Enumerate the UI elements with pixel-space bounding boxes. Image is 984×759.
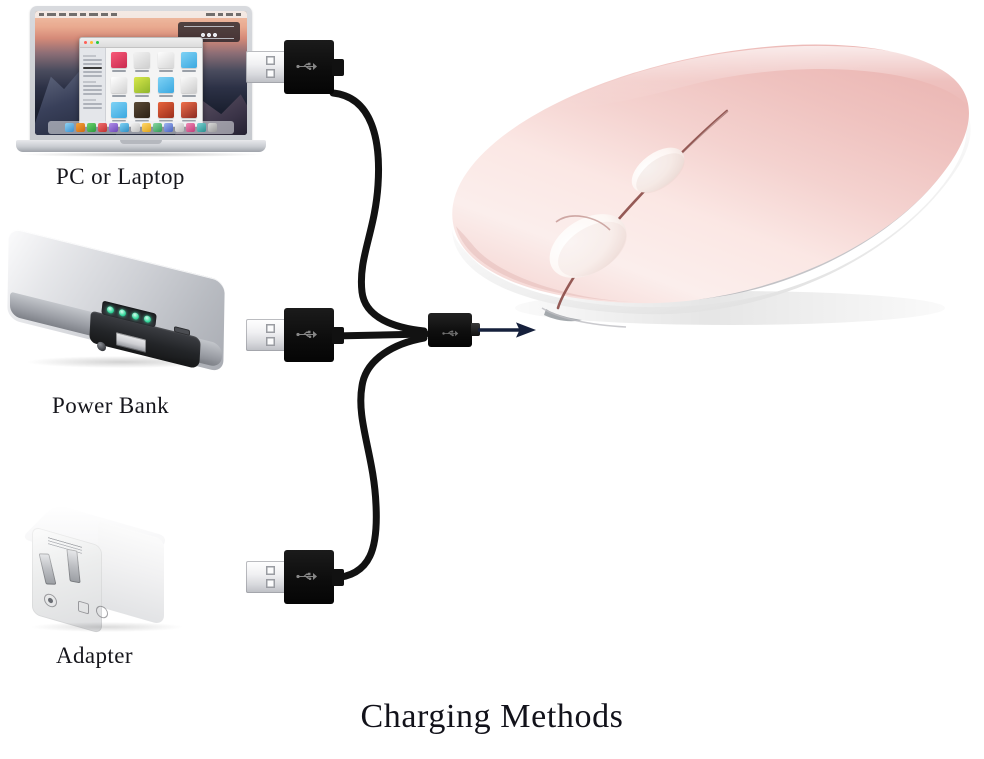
laptop-screen (35, 11, 247, 135)
arrow-right-icon (478, 318, 538, 342)
laptop-shadow (22, 152, 260, 157)
finder-sidebar (80, 48, 106, 126)
led-4 (143, 314, 152, 323)
finder-item (156, 77, 176, 97)
usb-strain-relief (332, 569, 344, 586)
finder-item (109, 77, 129, 97)
usb-trident-icon (442, 325, 459, 337)
label-pc-or-laptop: PC or Laptop (56, 164, 185, 189)
mouse-front-edge-line (541, 307, 627, 328)
usb-shell (284, 308, 334, 362)
mouse-top-sheen (550, 45, 967, 110)
mouse-mode-button (549, 214, 627, 278)
label-power-bank: Power Bank (52, 393, 170, 418)
usb-trident-icon (296, 330, 318, 339)
finder-file-grid (106, 48, 202, 126)
micro-usb-shell (428, 313, 472, 347)
device-power-bank (4, 227, 236, 377)
usb-strain-relief (332, 59, 344, 76)
usb-metal-tongue (246, 561, 288, 593)
finder-titlebar (80, 38, 202, 48)
finder-window (79, 37, 203, 127)
usb-trident-icon (296, 62, 318, 71)
cable-branch-powerbank (329, 330, 430, 340)
led-1 (106, 305, 115, 314)
finder-item (109, 102, 129, 122)
micro-usb-tip (471, 323, 480, 336)
mouse-charging-port (544, 309, 582, 322)
mouse-scroll-wheel (631, 147, 685, 193)
laptop-lid (30, 6, 252, 144)
finder-item (156, 102, 176, 122)
finder-item (132, 52, 152, 72)
laptop-base (16, 140, 266, 152)
adapter-shadow (32, 622, 182, 632)
usb-shell (284, 550, 334, 604)
cable-branch-laptop (329, 89, 428, 335)
finder-item (179, 52, 199, 72)
finder-item (109, 52, 129, 72)
usb-connector-powerbank (246, 308, 344, 362)
finder-item (179, 77, 199, 97)
usb-metal-tongue (246, 319, 288, 351)
usb-connector-laptop (246, 40, 344, 94)
usb-strain-relief (332, 327, 344, 344)
product-wireless-mouse (430, 18, 984, 348)
macos-menubar (35, 11, 247, 18)
mouse-mode-button-rim (555, 215, 611, 231)
finder-item (179, 102, 199, 122)
mouse-mode-button-shade (558, 221, 627, 277)
device-adapter (14, 504, 204, 638)
usb-trident-icon (296, 572, 318, 581)
device-laptop (16, 6, 266, 161)
micro-usb-connector (428, 313, 480, 347)
usb-shell (284, 40, 334, 94)
mouse-scroll-wheel-shade (636, 153, 685, 194)
finder-item (132, 77, 152, 97)
page-title: Charging Methods (360, 698, 624, 735)
mouse-top-shell (452, 44, 969, 304)
adapter-right-face (98, 520, 164, 626)
led-3 (131, 311, 139, 320)
usb-metal-tongue (246, 51, 288, 83)
mouse-shell-shading (456, 226, 634, 302)
cable-branch-adapter (329, 334, 428, 582)
macos-dock (47, 121, 235, 134)
mouse-button-seam (556, 109, 729, 310)
usb-connector-adapter (246, 550, 344, 604)
finder-item (132, 102, 152, 122)
label-adapter: Adapter (56, 643, 133, 668)
finder-item (156, 52, 176, 72)
led-2 (119, 308, 127, 317)
power-bank-shadow (28, 356, 218, 368)
